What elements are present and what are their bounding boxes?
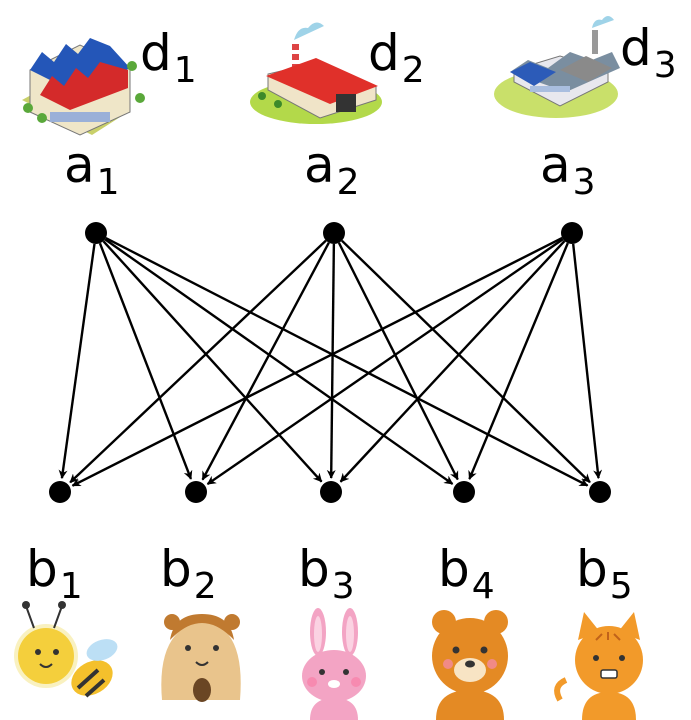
edge-a2-b1 bbox=[69, 239, 327, 484]
demand-label-d3: d3 bbox=[620, 19, 677, 86]
bear-icon bbox=[432, 610, 508, 720]
edge-a2-b2 bbox=[201, 242, 330, 481]
edge-layer bbox=[58, 236, 603, 487]
edge-a1-b1 bbox=[58, 243, 96, 480]
cat-icon bbox=[554, 612, 643, 720]
node-b4 bbox=[453, 481, 475, 503]
factory-red-roof-chimney-icon bbox=[250, 22, 382, 124]
demand-label-d2: d2 bbox=[368, 24, 425, 91]
node-label-b2: b2 bbox=[160, 540, 217, 607]
demand-label-d1: d1 bbox=[140, 24, 197, 91]
edge-a3-b4 bbox=[468, 242, 569, 480]
node-b2 bbox=[185, 481, 207, 503]
node-b1 bbox=[49, 481, 71, 503]
supply-label-a2: a2 bbox=[304, 136, 360, 203]
edge-a3-b5 bbox=[571, 243, 603, 479]
edge-a3-b2 bbox=[206, 238, 564, 486]
node-b5 bbox=[589, 481, 611, 503]
factory-blue-gray-icon bbox=[494, 16, 620, 118]
edge-a2-b3 bbox=[326, 243, 336, 479]
edge-a1-b3 bbox=[102, 240, 323, 483]
edge-a1-b2 bbox=[98, 242, 193, 480]
node-a3 bbox=[561, 222, 583, 244]
node-label-b5: b5 bbox=[576, 540, 633, 607]
node-label-b4: b4 bbox=[438, 540, 495, 607]
factory-rows-blue-red-icon bbox=[22, 38, 145, 136]
hamster-icon bbox=[161, 614, 241, 702]
supply-label-a3: a3 bbox=[540, 136, 596, 203]
edge-a1-b5 bbox=[105, 236, 589, 487]
edge-a3-b1 bbox=[71, 236, 563, 487]
bee-icon bbox=[14, 601, 118, 698]
node-label-b3: b3 bbox=[298, 540, 355, 607]
node-a2 bbox=[323, 222, 345, 244]
node-a1 bbox=[85, 222, 107, 244]
node-label-b1: b1 bbox=[26, 540, 83, 607]
node-layer bbox=[49, 222, 611, 503]
supply-label-a1: a1 bbox=[64, 136, 120, 203]
edge-a2-b5 bbox=[341, 239, 591, 484]
node-b3 bbox=[320, 481, 342, 503]
edge-a1-b4 bbox=[104, 238, 454, 485]
rabbit-icon bbox=[302, 608, 366, 720]
edge-a2-b4 bbox=[337, 242, 459, 481]
edge-a3-b3 bbox=[339, 240, 566, 483]
